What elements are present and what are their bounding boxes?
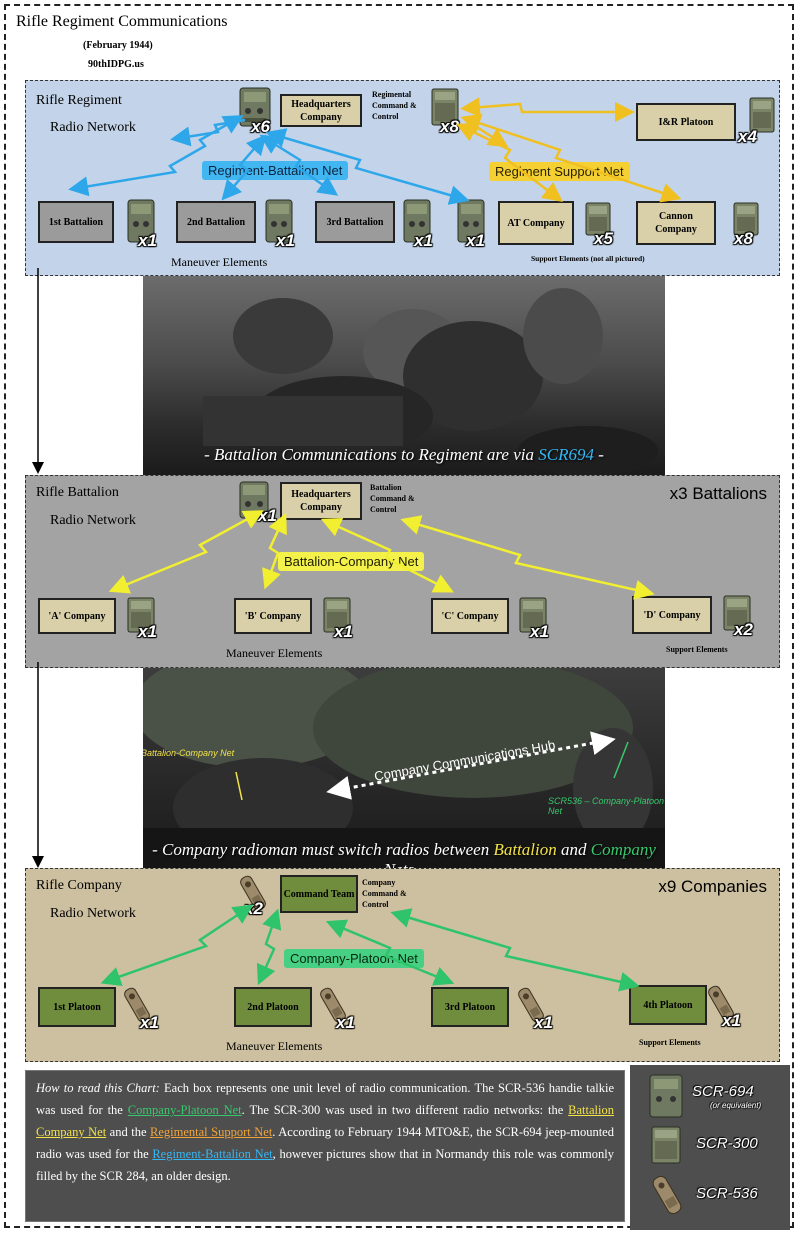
page-source: 90thIDPG.us — [88, 59, 144, 70]
scr536-radio-icon — [706, 983, 736, 1028]
company-panel: Rifle Company Radio Network x9 Companies… — [25, 868, 780, 1062]
battalion-title-2: Radio Network — [50, 513, 136, 528]
scr536-radio-icon — [238, 873, 268, 918]
battalion3-box: 3rd Battalion — [315, 201, 395, 243]
regiment-hq-mult: x6 — [251, 117, 270, 136]
battalion3-mult: x1 — [414, 231, 433, 250]
cannon-mult: x8 — [734, 229, 753, 248]
ir-mult: x4 — [738, 127, 757, 146]
scr300-radio-icon — [518, 596, 548, 639]
legend-scr694-label: SCR-694 — [692, 1083, 754, 1100]
regiment-command-mult: x8 — [440, 117, 459, 136]
company-a-box: 'A' Company — [38, 598, 116, 634]
platoon1-box: 1st Platoon — [38, 987, 116, 1027]
battalion-hq-mult: x1 — [258, 506, 277, 525]
battalion-maneuver-label: Maneuver Elements — [226, 646, 323, 660]
legend-scr300-label: SCR-300 — [696, 1135, 758, 1152]
scr694-radio-icon — [238, 86, 272, 133]
scr300-radio-icon — [584, 201, 612, 242]
cannon-company-box: Cannon Company — [636, 201, 716, 245]
scr694-radio-icon — [126, 198, 156, 249]
company-a-mult: x1 — [138, 622, 157, 641]
legend-scr536-label: SCR-536 — [696, 1185, 758, 1202]
platoon2-mult: x1 — [336, 1013, 355, 1032]
regiment-title-1: Rifle Regiment — [36, 93, 122, 108]
photo2-scr300-label: SCR300 – Battalion-Company Net — [143, 748, 235, 758]
photo-regiment-radio-team: - Battalion Communications to Regiment a… — [143, 276, 665, 475]
company-count: x9 Companies — [658, 877, 767, 896]
scr694-radio-icon — [402, 198, 432, 249]
regiment-panel: Rifle Regiment Radio Network Headquarter… — [25, 80, 780, 276]
regiment-support-label: Support Elements (not all pictured) — [531, 254, 645, 263]
battalion-hq-box: Headquarters Company — [280, 482, 362, 520]
battalion-company-net-label: Battalion-Company Net — [278, 552, 425, 571]
platoon3-box: 3rd Platoon — [431, 987, 509, 1027]
scr536-radio-icon — [318, 985, 348, 1030]
scr300-radio-icon — [430, 87, 460, 132]
regiment-support-net-label: Regiment Support Net — [489, 162, 630, 181]
platoon1-mult: x1 — [140, 1013, 159, 1032]
photo2-scr536-label: SCR536 – Company-Platoon Net — [548, 796, 665, 816]
company-b-mult: x1 — [334, 622, 353, 641]
regiment-battalion-net-label: Regiment-Battalion Net — [202, 161, 349, 180]
page-frame — [4, 4, 794, 1228]
platoon2-box: 2nd Platoon — [234, 987, 312, 1027]
battalion1-mult: x1 — [138, 231, 157, 250]
legend-explanation: How to read this Chart: Each box represe… — [25, 1070, 625, 1222]
regiment-command-note: Regimental Command & Control — [372, 90, 417, 121]
photo-company-radioman: SCR300 – Battalion-Company Net Company C… — [143, 668, 665, 868]
company-c-box: 'C' Company — [431, 598, 509, 634]
company-platoon-net-label: Company-Platoon Net — [284, 949, 424, 968]
company-c-mult: x1 — [530, 622, 549, 641]
company-support-label: Support Elements — [639, 1038, 701, 1047]
command-team-mult: x2 — [244, 899, 263, 918]
scr300-radio-icon — [748, 96, 776, 139]
at-company-box: AT Company — [498, 201, 574, 245]
photo1-caption: - Battalion Communications to Regiment a… — [204, 445, 604, 464]
regiment-title-2: Radio Network — [50, 120, 136, 135]
company-b-box: 'B' Company — [234, 598, 312, 634]
battalion1-box: 1st Battalion — [38, 201, 114, 243]
scr694-radio-icon — [264, 198, 294, 249]
company-d-box: 'D' Company — [632, 596, 712, 634]
platoon4-box: 4th Platoon — [629, 985, 707, 1025]
scr536-radio-icon — [122, 985, 152, 1030]
battalion-support-label: Support Elements — [666, 645, 728, 654]
scr300-radio-icon — [322, 596, 352, 639]
company-title-2: Radio Network — [50, 906, 136, 921]
battalion2-box: 2nd Battalion — [176, 201, 256, 243]
page-date: (February 1944) — [83, 40, 153, 51]
scr694-radio-icon — [238, 480, 270, 525]
regiment-maneuver-label: Maneuver Elements — [171, 255, 268, 269]
scr300-radio-icon — [732, 201, 760, 242]
company-command-note: Company Command & Control — [362, 878, 407, 909]
company-title-1: Rifle Company — [36, 878, 122, 893]
scr536-radio-icon — [650, 1173, 684, 1222]
battalion-title-1: Rifle Battalion — [36, 485, 119, 500]
battalion-panel: Rifle Battalion Radio Network x3 Battali… — [25, 475, 780, 668]
platoon3-mult: x1 — [534, 1013, 553, 1032]
platoon4-mult: x1 — [722, 1011, 741, 1030]
battalion2-mult: x1 — [276, 231, 295, 250]
battalion-count: x3 Battalions — [669, 484, 767, 503]
legend-radio-key: SCR-694 (or equivalent) SCR-300 SCR-536 — [630, 1065, 790, 1230]
scr300-radio-icon — [722, 594, 752, 637]
at-mult: x5 — [594, 229, 613, 248]
command-team-box: Command Team — [280, 875, 358, 913]
photo2-caption: - Company radioman must switch radios be… — [152, 840, 656, 868]
scr536-radio-icon — [516, 985, 546, 1030]
page-title: Rifle Regiment Communications — [16, 13, 228, 30]
scr300-radio-icon — [650, 1125, 682, 1170]
battalion-command-note: Battalion Command & Control — [370, 483, 415, 514]
scr300-radio-icon — [126, 596, 156, 639]
company-d-mult: x2 — [734, 620, 753, 639]
legend-scr694-note: (or equivalent) — [710, 1101, 762, 1110]
extra-radio-mult: x1 — [466, 231, 485, 250]
regiment-hq-box: Headquarters Company — [280, 94, 362, 127]
company-maneuver-label: Maneuver Elements — [226, 1039, 323, 1053]
scr694-radio-icon — [648, 1073, 684, 1124]
regiment-ir-box: I&R Platoon — [636, 103, 736, 141]
